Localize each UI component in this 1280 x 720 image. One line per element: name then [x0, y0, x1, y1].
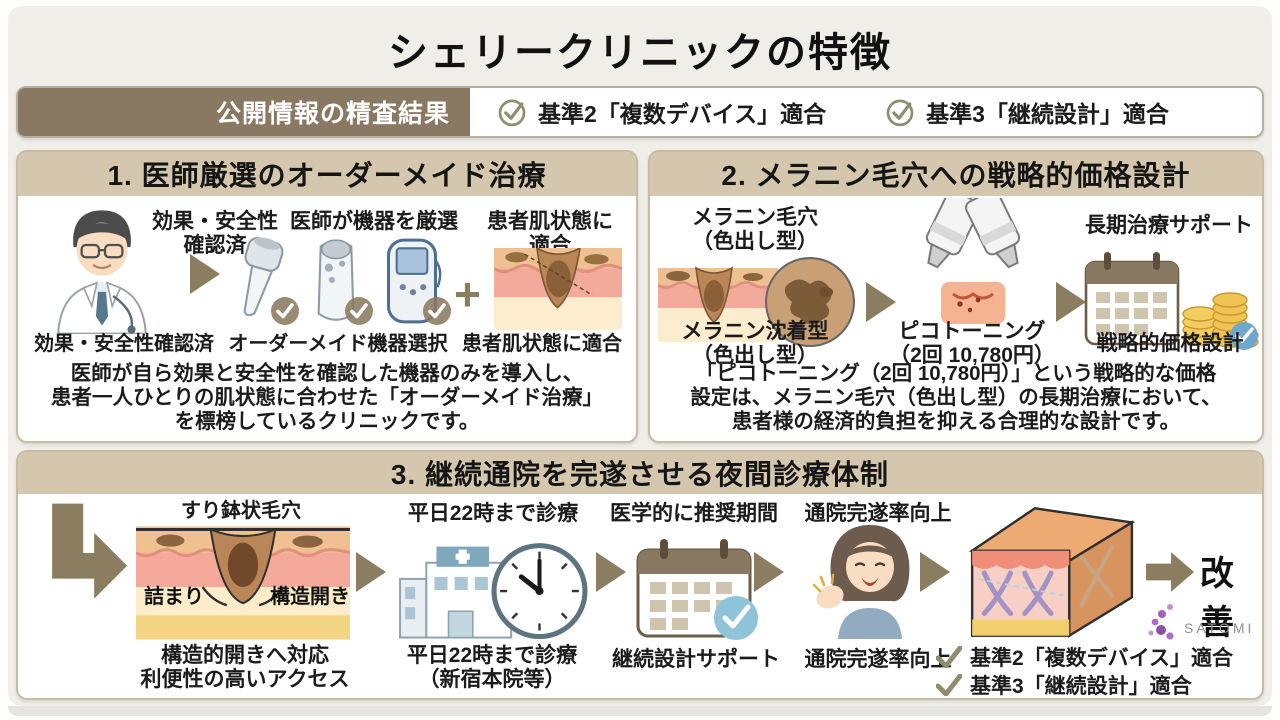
device-handpiece-icon [243, 236, 284, 317]
panel3-hospital-top-label: 平日22時まで診療 [407, 502, 579, 525]
improvement-label: 改善 [1200, 555, 1234, 642]
satomi-logo-text: SATOMI [1184, 620, 1255, 636]
panel1-label-safety: 効果・安全性 確認済 [152, 210, 278, 257]
audit-check-text: 基準3「継続設計」適合 [926, 101, 1169, 127]
audit-bar-label: 公開情報の精査結果 [18, 88, 470, 136]
elbow-arrow-icon [52, 503, 128, 599]
panel3-skin-caption: 構造的開きへ対応 利便性の高いアクセス [140, 644, 350, 691]
doctor-icon [57, 210, 147, 334]
panel3-calendar-caption: 継続設計サポート [612, 648, 780, 671]
skin-block-3d-icon [968, 507, 1136, 638]
check-badge-icon [423, 297, 451, 325]
panel1-description: 医師が自ら効果と安全性を確認した機器のみを導入し、 患者一人ひとりの肌状態に合わ… [50, 362, 604, 433]
panel1-caption-selection: オーダーメイド機器選択 [228, 333, 448, 355]
frame-bottom-strip [8, 706, 1272, 716]
funnel-pore-skin-icon [136, 526, 350, 640]
panel3-skin-top-label: すり鉢状毛穴 [181, 500, 301, 522]
audit-check-item: 基準3「継続設計」適合 [884, 95, 1169, 129]
device-probe-icon [317, 239, 355, 321]
panel3-hospital-caption: 平日22時まで診療 （新宿本院等） [406, 644, 578, 691]
smiling-patient-icon [812, 525, 910, 639]
panel1-body: 効果・安全性 確認済 医師が機器を厳選 患者肌状態に 適合 [18, 196, 636, 441]
calendar-coins-icon [1084, 252, 1259, 350]
panel3-check-text: 基準3「継続設計」適合 [970, 675, 1192, 698]
check-badge-icon [271, 297, 299, 325]
device-machine-icon [386, 238, 442, 324]
panel3-skin-left-label: 詰まり [144, 586, 204, 608]
arrow-right-icon [754, 552, 784, 592]
arrow-right-icon [356, 552, 386, 592]
panel3-calendar-top-label: 医学的に推奨期間 [610, 502, 778, 525]
solid-arrow-right-icon [1146, 552, 1194, 592]
panel1-heading: 1. 医師厳選のオーダーメイド治療 [18, 152, 636, 196]
arrow-right-icon [190, 254, 220, 294]
panel3-skin-right-label: 構造開き [270, 586, 350, 608]
panel3-check-text: 基準2「複数デバイス」適合 [970, 647, 1234, 670]
panel1-caption-skinfit: 患者肌状態に適合 [462, 333, 622, 355]
panel2-label-long-term: 長期治療サポート [1085, 214, 1253, 237]
check-icon [936, 646, 962, 668]
panel-night-care: 3. 継続通院を完遂させる夜間診療体制 すり鉢状毛穴 詰まり 構造開き 構造的開… [16, 450, 1264, 700]
audit-check-item: 基準2「複数デバイス」適合 [496, 95, 826, 129]
hospital-clock-icon [399, 543, 588, 640]
circle-check-icon [498, 99, 526, 127]
panel3-heading: 3. 継続通院を完遂させる夜間診療体制 [18, 452, 1262, 494]
panel2-caption-melanin-type: メラニン沈着型 （色出し型） [681, 320, 829, 367]
panel2-label-melanin-pore: メラニン毛穴 （色出し型） [692, 206, 818, 253]
panel3-body: すり鉢状毛穴 詰まり 構造開き 構造的開きへ対応 利便性の高いアクセス 平日22… [18, 494, 1262, 698]
panel2-body: メラニン毛穴 （色出し型） メラニン沈着型 （色出し型） [650, 196, 1262, 441]
skin-pore-icon [494, 248, 622, 330]
panel3-check-item: 基準3「継続設計」適合 [936, 670, 1192, 700]
panel-custom-treatment: 1. 医師厳選のオーダーメイド治療 効果・安全性 確認済 医師が機器を厳選 患者… [16, 150, 638, 443]
panel2-heading: 2. メラニン毛穴への戦略的価格設計 [650, 152, 1262, 196]
panel3-patient-top-label: 通院完遂率向上 [804, 502, 952, 525]
page-title: シェリークリニックの特徴 [388, 31, 892, 75]
satomi-logo: SATOMI [1146, 602, 1254, 642]
check-badge-icon [345, 297, 373, 325]
arrow-right-icon [920, 552, 950, 592]
audit-result-bar: 公開情報の精査結果 基準2「複数デバイス」適合 基準3「継続設計」適合 [16, 86, 1264, 138]
panel1-label-selection: 医師が機器を厳選 [290, 210, 458, 233]
satomi-dots-icon [1148, 604, 1174, 640]
audit-checks: 基準2「複数デバイス」適合 基準3「継続設計」適合 [470, 88, 1169, 136]
pico-toning-icon [925, 198, 1021, 324]
calendar-check-icon [636, 539, 758, 640]
audit-check-text: 基準2「複数デバイス」適合 [538, 101, 827, 127]
check-icon [936, 674, 962, 696]
panel2-caption-strategy: 戦略的価格設計 [1096, 332, 1244, 355]
panel3-patient-caption: 通院完遂率向上 [804, 648, 952, 671]
arrow-right-icon [866, 282, 896, 322]
plus-sign: + [454, 268, 481, 320]
panel3-check-item: 基準2「複数デバイス」適合 [936, 642, 1233, 672]
melanin-skin-icon [658, 257, 855, 347]
panel2-caption-pico: ピコトーニング （2回 10,780円） [889, 320, 1055, 367]
arrow-right-icon [596, 552, 626, 592]
panel2-description: 「ピコトーニング（2回 10,780円）」という戦略的な価格 設定は、メラニン毛… [690, 362, 1222, 433]
circle-check-icon [886, 99, 914, 127]
arrow-right-icon [1056, 282, 1086, 322]
panel1-caption-safety: 効果・安全性確認済 [34, 333, 214, 355]
panel-pricing: 2. メラニン毛穴への戦略的価格設計 メラニン毛穴 （色出し型） メラニン沈着型… [648, 150, 1264, 443]
